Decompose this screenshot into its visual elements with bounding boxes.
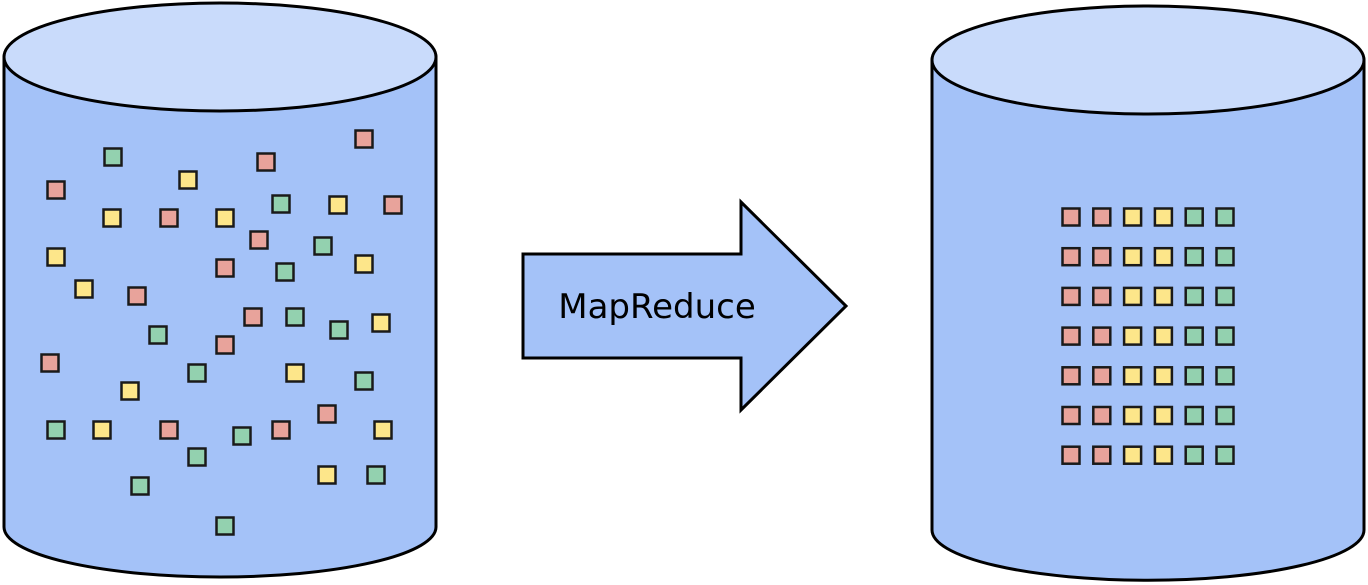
sorted-data-grid [1061,207,1235,465]
data-item-green [313,236,333,256]
data-item-yellow [371,313,391,333]
data-item-green [46,420,66,440]
input-cylinder-top [2,1,438,113]
sorted-item-yellow [1153,246,1174,267]
sorted-item-red [1092,326,1112,346]
output-database-cylinder [930,4,1366,582]
data-item-red [159,208,179,228]
sorted-item-red [1092,207,1112,227]
sorted-item-yellow [1153,405,1174,426]
data-item-yellow [102,208,122,228]
sorted-item-green [1184,286,1204,307]
data-item-yellow [215,208,235,228]
sorted-item-yellow [1153,207,1174,227]
sorted-item-red [1092,286,1112,307]
data-item-yellow [285,363,305,383]
sorted-item-red [1061,326,1081,346]
scattered-data-items [40,129,403,536]
sorted-item-yellow [1122,246,1143,267]
data-item-green [148,325,168,345]
sorted-item-red [1061,445,1081,465]
data-item-green [187,447,207,467]
sorted-item-green [1215,246,1235,267]
sorted-item-green [1215,405,1235,426]
data-item-yellow [317,465,337,485]
data-item-yellow [328,195,348,215]
sorted-item-red [1061,405,1081,426]
data-item-red [127,286,147,306]
sorted-item-red [1092,366,1112,386]
data-item-red [383,195,403,215]
sorted-item-yellow [1153,445,1174,465]
data-item-green [366,465,386,485]
data-item-green [329,320,349,340]
data-item-green [354,371,374,391]
sorted-item-green [1184,366,1204,386]
data-item-yellow [354,254,374,274]
data-item-green [285,307,305,327]
sorted-item-red [1092,445,1112,465]
sorted-item-green [1215,207,1235,227]
sorted-item-yellow [1122,207,1143,227]
output-cylinder-body [930,58,1366,582]
data-item-green [275,262,295,282]
sorted-item-red [1092,405,1112,426]
arrow-label: MapReduce [558,287,756,327]
sorted-item-green [1215,326,1235,346]
data-item-green [232,426,252,446]
sorted-item-green [1215,445,1235,465]
mapreduce-arrow: MapReduce [521,198,849,414]
data-item-red [249,230,269,250]
data-item-red [271,420,291,440]
sorted-item-yellow [1153,286,1174,307]
sorted-item-yellow [1122,445,1143,465]
data-item-red [354,129,374,149]
data-item-green [271,194,291,214]
data-item-yellow [92,420,112,440]
data-item-green [187,363,207,383]
sorted-item-yellow [1122,405,1143,426]
data-item-yellow [120,381,140,401]
data-item-green [130,476,150,496]
arrow-shape [521,198,849,414]
data-item-red [243,307,263,327]
sorted-item-yellow [1122,366,1143,386]
data-item-red [215,335,235,355]
data-item-red [256,152,276,172]
data-item-green [103,147,123,167]
data-item-red [317,404,337,424]
data-item-yellow [178,170,198,190]
sorted-item-yellow [1153,326,1174,346]
sorted-item-green [1184,207,1204,227]
sorted-item-green [1184,326,1204,346]
sorted-item-red [1061,286,1081,307]
sorted-item-green [1184,405,1204,426]
sorted-item-yellow [1153,366,1174,386]
data-item-yellow [46,247,66,267]
output-cylinder-top [930,4,1366,116]
data-item-yellow [373,420,393,440]
sorted-item-green [1184,246,1204,267]
data-item-yellow [74,279,94,299]
data-item-red [159,420,179,440]
sorted-item-red [1061,246,1081,267]
sorted-item-green [1184,445,1204,465]
data-item-green [215,516,235,536]
sorted-item-red [1092,246,1112,267]
sorted-item-yellow [1122,286,1143,307]
sorted-item-green [1215,366,1235,386]
sorted-item-red [1061,366,1081,386]
input-database-cylinder [2,1,438,579]
data-item-red [40,353,60,373]
data-item-red [215,258,235,278]
input-cylinder-body [2,55,438,579]
sorted-item-red [1061,207,1081,227]
data-item-red [46,180,66,200]
sorted-item-green [1215,286,1235,307]
sorted-item-yellow [1122,326,1143,346]
